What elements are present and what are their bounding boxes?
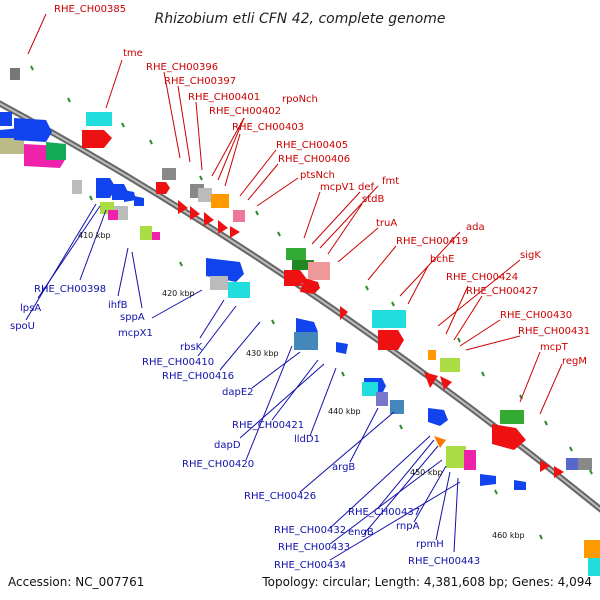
gene-label: tme	[123, 48, 143, 59]
gene-label: RHE_CH00419	[396, 236, 468, 247]
gene-label: def	[358, 182, 375, 193]
gene-label: lpsA	[20, 303, 41, 314]
gene-label: spoU	[10, 321, 35, 332]
gene-label: ihfB	[108, 300, 128, 311]
gene-label: RHE_CH00385	[54, 4, 126, 15]
gene-label: rbsK	[180, 342, 203, 353]
tick-label: 440 kbp	[328, 407, 361, 416]
reverse-leader-lines	[25, 203, 461, 561]
gene-label: lldD1	[294, 434, 320, 445]
gene-label: engB	[348, 527, 374, 538]
gene-label: RHE_CH00402	[209, 106, 281, 117]
gene-label: RHE_CH00432	[274, 525, 346, 536]
gene-label: RHE_CH00401	[188, 92, 260, 103]
gene-label: RHE_CH00426	[244, 491, 316, 502]
gene-label: RHE_CH00424	[446, 272, 518, 283]
gene-label: RHE_CH00431	[518, 326, 590, 337]
gene-label: RHE_CH00421	[232, 420, 304, 431]
gene-label: RHE_CH00403	[232, 122, 304, 133]
gene-label: RHE_CH00433	[278, 542, 350, 553]
gene-label: truA	[376, 218, 397, 229]
gene-label: mcpT	[540, 342, 569, 353]
gene-label: argB	[332, 462, 355, 473]
gene-label: RHE_CH00398	[34, 284, 106, 295]
gene-label: mcpX1	[118, 328, 153, 339]
gene-label: RHE_CH00427	[466, 286, 538, 297]
gene-label: fmt	[382, 176, 399, 187]
gene-label: RHE_CH00420	[182, 459, 254, 470]
gene-label: bchE	[430, 254, 455, 265]
gene-label: sigK	[520, 250, 541, 261]
gene-label: RHE_CH00406	[278, 154, 350, 165]
tick-label: 450 kbp	[410, 468, 443, 477]
inner-track-marks	[89, 195, 543, 540]
gene-label: RHE_CH00396	[146, 62, 218, 73]
accession-text: Accession: NC_007761	[8, 575, 144, 589]
gene-label: ada	[466, 222, 485, 233]
gene-label: stdB	[362, 194, 384, 205]
gene-label: RHE_CH00416	[162, 371, 234, 382]
gene-label: RHE_CH00437	[348, 507, 420, 518]
gene-label: RHE_CH00397	[164, 76, 236, 87]
gene-label: rpoNch	[282, 94, 318, 105]
gene-label: sppA	[120, 312, 145, 323]
gene-label: rpmH	[416, 539, 444, 550]
reverse-genes	[0, 112, 600, 576]
position-ticks: 410 kbp 420 kbp 430 kbp 440 kbp 450 kbp …	[78, 231, 525, 540]
gene-label: dapD	[214, 440, 241, 451]
gene-label: regM	[562, 356, 587, 367]
tick-label: 460 kbp	[492, 531, 525, 540]
gene-label: RHE_CH00443	[408, 556, 480, 567]
gene-label: mcpV1	[320, 182, 355, 193]
forward-gene-labels: RHE_CH00385 tme RHE_CH00396 RHE_CH00397 …	[54, 4, 590, 367]
gene-label: ptsNch	[300, 170, 335, 181]
genome-backbone-highlight	[0, 102, 600, 511]
tick-label: 430 kbp	[246, 349, 279, 358]
topology-summary: Topology: circular; Length: 4,381,608 bp…	[261, 575, 592, 589]
forward-genes	[10, 68, 592, 478]
gene-label: RHE_CH00410	[142, 357, 214, 368]
gene-label: dapE2	[222, 387, 254, 398]
reverse-gene-labels: RHE_CH00398 lpsA spoU ihfB sppA mcpX1 rb…	[10, 284, 480, 571]
tick-label: 420 kbp	[162, 289, 195, 298]
gene-label: rnpA	[396, 521, 420, 532]
gene-label: RHE_CH00405	[276, 140, 348, 151]
forward-leader-lines	[27, 13, 563, 415]
gene-label: RHE_CH00434	[274, 560, 346, 571]
tick-label: 410 kbp	[78, 231, 111, 240]
map-title: Rhizobium etli CFN 42, complete genome	[155, 11, 446, 27]
gene-label: RHE_CH00430	[500, 310, 572, 321]
